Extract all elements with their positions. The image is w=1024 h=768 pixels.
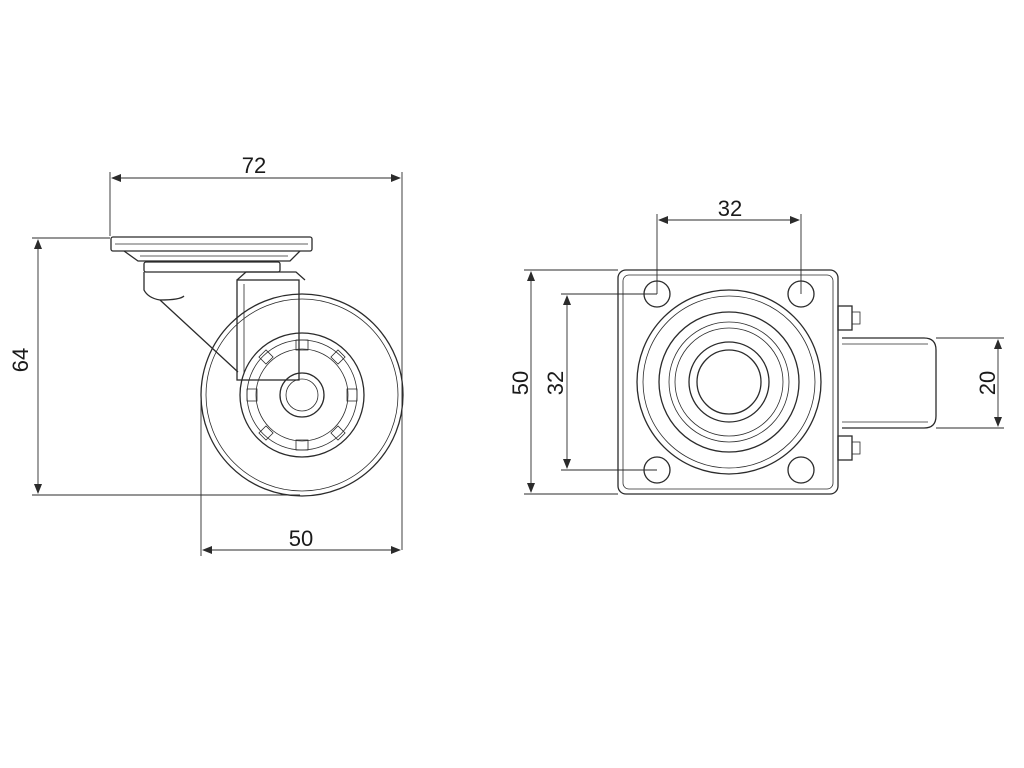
dim-label-20: 20 [975, 371, 1000, 395]
dim-hole-spacing-vertical: 32 [543, 293, 657, 471]
dim-label-72: 72 [242, 153, 266, 178]
side-wheel [200, 293, 404, 497]
dim-label-50-wheel: 50 [289, 526, 313, 551]
mounting-holes [643, 280, 815, 484]
dim-overall-height: 64 [8, 237, 300, 496]
side-top-plate [110, 236, 313, 262]
top-view: 32 50 32 20 [508, 196, 1004, 495]
top-plate [617, 269, 839, 495]
top-bearing-rings [636, 289, 822, 475]
dim-plate-size: 50 [508, 269, 618, 495]
top-wheel [837, 305, 937, 461]
side-fork [143, 261, 306, 381]
dim-wheel-width: 20 [936, 337, 1004, 429]
dim-label-64: 64 [8, 348, 33, 372]
dim-wheel-diameter: 50 [200, 400, 401, 556]
dim-hole-spacing-horizontal: 32 [656, 196, 802, 294]
dim-label-32-vertical: 32 [543, 371, 568, 395]
dim-label-32-horizontal: 32 [718, 196, 742, 221]
dim-overall-width: 72 [109, 153, 403, 550]
side-view: 72 64 50 [8, 153, 404, 556]
dim-label-50-plate: 50 [508, 371, 533, 395]
wheel-spokes [246, 339, 358, 451]
